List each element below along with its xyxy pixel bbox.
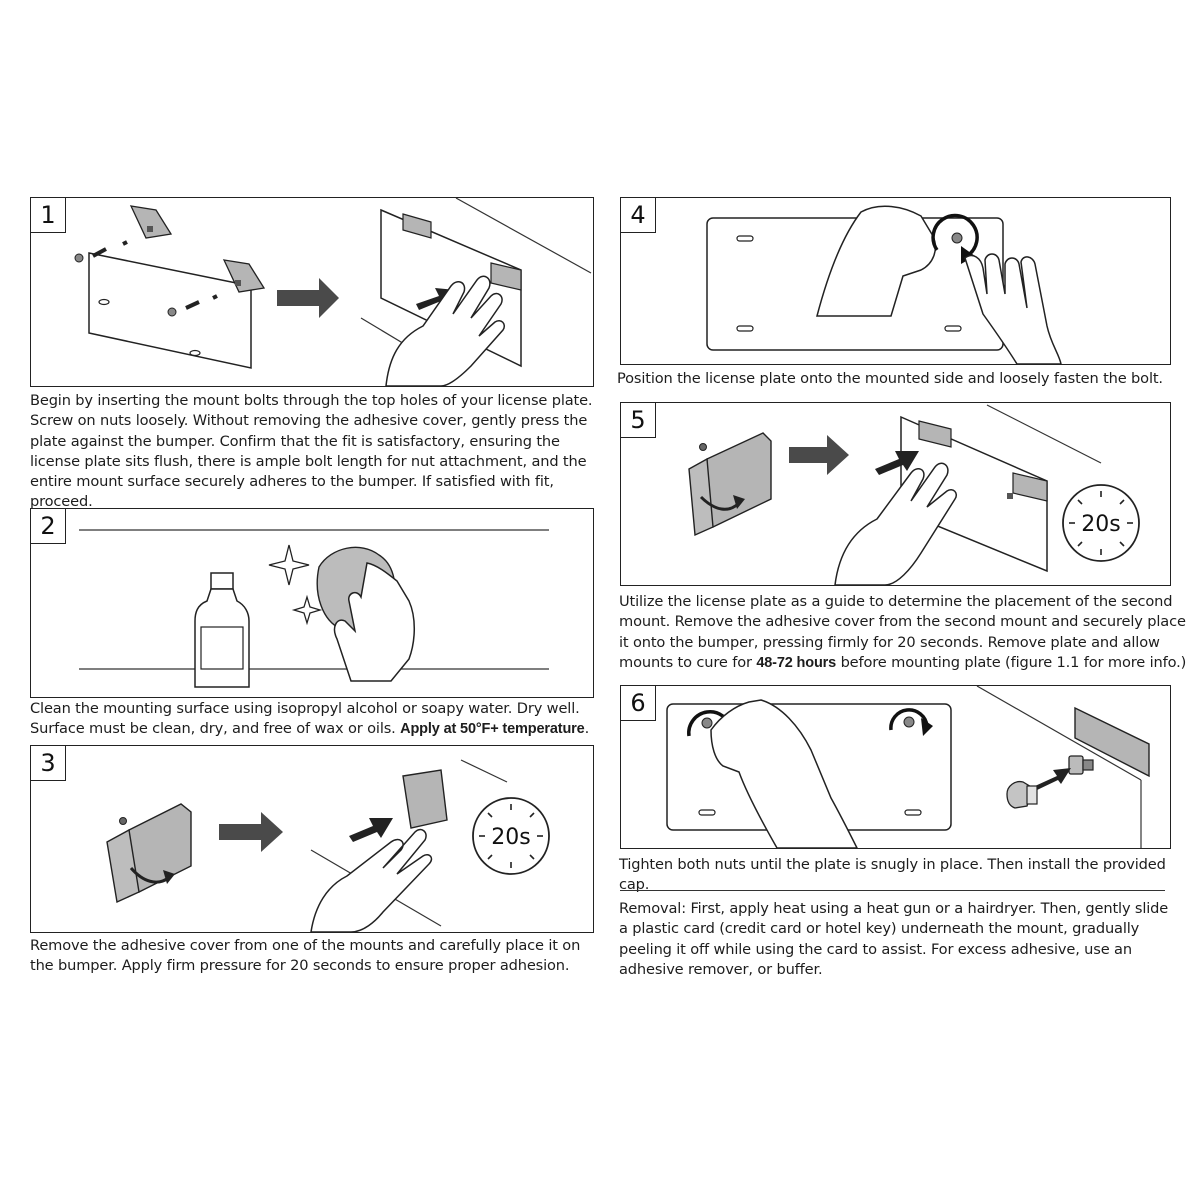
arrow-right-icon	[219, 812, 283, 852]
step-4-caption: Position the license plate onto the moun…	[617, 370, 1163, 387]
timer-label: 20s	[1081, 512, 1120, 537]
bottle-icon	[194, 572, 250, 688]
step-number: 5	[621, 403, 656, 438]
arrow-right-icon	[349, 818, 393, 842]
step-6-panel: 6	[620, 685, 1171, 849]
step-2-caption-bold: Apply at 50°F+ temperature	[400, 721, 585, 738]
step-6-illustration	[666, 686, 1150, 848]
step-1-caption: Begin by inserting the mount bolts throu…	[30, 392, 593, 511]
step-6-caption: Tighten both nuts until the plate is snu…	[619, 856, 1166, 894]
removal-divider	[620, 890, 1165, 891]
hand-icon	[834, 462, 958, 585]
license-plate-icon	[900, 415, 1048, 573]
arrow-right-icon	[875, 451, 919, 475]
step-number: 6	[621, 686, 656, 721]
timer-label: 20s	[491, 825, 530, 850]
step-number: 2	[31, 509, 66, 544]
timer-icon: 20s	[1062, 484, 1140, 562]
nut-icon	[74, 253, 177, 317]
step-4-illustration	[706, 205, 1062, 364]
timer-icon: 20s	[472, 797, 550, 875]
sparkle-icon	[268, 544, 310, 586]
step-5-panel: 5 20s	[620, 402, 1171, 586]
hand-icon	[816, 205, 937, 317]
sparkle-icon	[291, 594, 323, 626]
step-2-caption-end: .	[584, 720, 590, 738]
step-3-panel: 3 20s	[30, 745, 594, 933]
bolt-icon	[1068, 755, 1094, 775]
step-5-caption: Utilize the license plate as a guide to …	[619, 592, 1189, 673]
hand-icon	[964, 253, 1062, 364]
step-3-illustration: 20s	[106, 759, 550, 932]
step-2-panel: 2	[30, 508, 594, 698]
removal-text: Removal: First, apply heat using a heat …	[619, 900, 1169, 978]
cap-icon	[1006, 780, 1038, 809]
step-1-illustration	[74, 198, 592, 386]
hand-icon	[710, 699, 858, 848]
step-3-caption: Remove the adhesive cover from one of th…	[30, 937, 581, 975]
arrow-right-icon	[1035, 768, 1071, 790]
mount-bracket-icon	[106, 803, 192, 904]
step-2-illustration	[79, 529, 549, 688]
hand-icon	[310, 828, 433, 932]
hand-icon	[385, 275, 506, 386]
rotate-arrow-icon	[889, 708, 933, 736]
step-4-panel: 4	[620, 197, 1171, 365]
step-number: 1	[31, 198, 66, 233]
arrow-right-icon	[789, 435, 849, 475]
step-1-panel: 1	[30, 197, 594, 387]
step-number: 3	[31, 746, 66, 781]
step-5-caption-text: Utilize the license plate as a guide to …	[619, 593, 1186, 671]
step-5-caption-bold: 48-72 hours	[756, 654, 837, 671]
step-number: 4	[621, 198, 656, 233]
hand-icon	[333, 562, 415, 682]
arrow-right-icon	[277, 278, 339, 318]
mount-bracket-icon	[129, 205, 266, 293]
step-2-caption: Clean the mounting surface using isoprop…	[30, 699, 595, 740]
rotate-arrow-icon	[931, 213, 979, 264]
step-5-illustration: 20s	[688, 404, 1140, 585]
mount-bracket-icon	[402, 769, 448, 829]
step-5-caption-end: before mounting plate (figure 1.1 for mo…	[836, 653, 1187, 671]
mount-bracket-icon	[1074, 706, 1150, 778]
arrow-right-icon	[92, 240, 218, 310]
step-2-caption-text: Clean the mounting surface using isoprop…	[30, 700, 580, 738]
mount-bracket-icon	[688, 432, 772, 537]
